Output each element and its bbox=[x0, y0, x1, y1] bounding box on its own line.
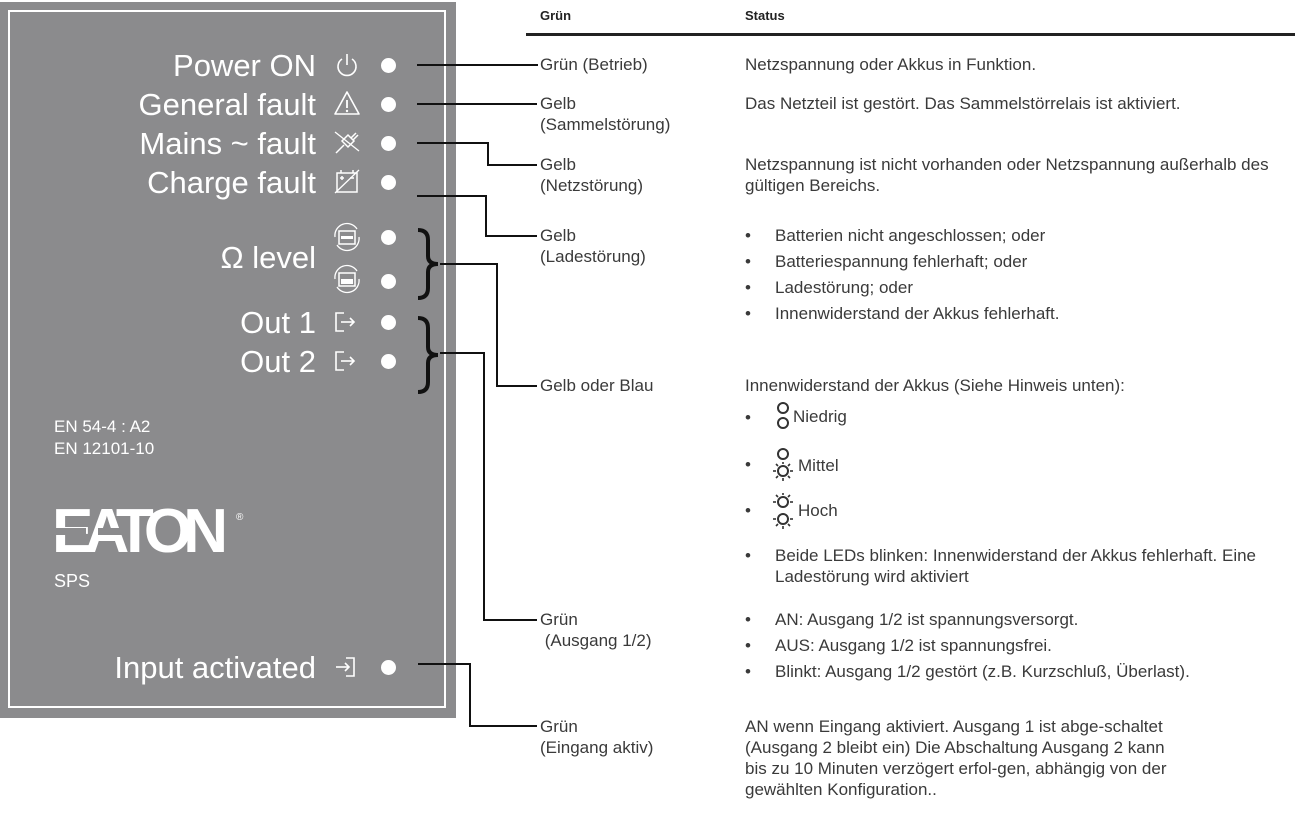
level-low: Niedrig bbox=[793, 407, 847, 426]
output-icon bbox=[335, 351, 356, 371]
label-omega-level: Ω level bbox=[220, 240, 316, 275]
led-out2 bbox=[381, 354, 396, 369]
label-input-activated: Input activated bbox=[114, 650, 316, 685]
label-charge-fault: Charge fault bbox=[147, 165, 316, 200]
led-off-icon bbox=[777, 402, 789, 429]
eaton-logo: EATON ® bbox=[52, 502, 244, 564]
product-name: SPS bbox=[54, 571, 91, 591]
leader-input bbox=[418, 663, 537, 727]
leader-outputs bbox=[440, 352, 537, 621]
plug-crossed-icon bbox=[334, 131, 360, 154]
row2-status: Das Netzteil ist gestört. Das Sammelstör… bbox=[745, 94, 1181, 113]
led-input-activated bbox=[381, 660, 396, 675]
row1-status: Netzspannung oder Akkus in Funktion. bbox=[745, 55, 1037, 74]
label-out1: Out 1 bbox=[240, 305, 316, 340]
battery-cycle-icon bbox=[334, 264, 360, 294]
level-bullet: • bbox=[745, 408, 751, 427]
leader-omega-level bbox=[440, 263, 537, 387]
output-icon bbox=[335, 312, 356, 332]
column-header-color: Grün bbox=[540, 8, 572, 23]
row4-color-line2: (Ladestörung) bbox=[540, 247, 646, 266]
level-bullet: • bbox=[745, 501, 751, 520]
standard-en12101: EN 12101-10 bbox=[54, 439, 155, 458]
warning-icon bbox=[334, 91, 360, 115]
battery-crossed-icon bbox=[334, 169, 360, 194]
row5-status: Innenwiderstand der Akkus (Siehe Hinweis… bbox=[745, 376, 1125, 395]
leader-charge-fault bbox=[417, 195, 537, 237]
row4-color-line1: Gelb bbox=[540, 226, 576, 245]
row6-color-line2: (Ausgang 1/2) bbox=[540, 631, 652, 650]
row2-color-line2: (Sammelstörung) bbox=[540, 115, 671, 134]
led-out1 bbox=[381, 315, 396, 330]
power-icon bbox=[337, 54, 357, 77]
row3-color-line1: Gelb bbox=[540, 155, 576, 174]
led-mains-fault bbox=[381, 136, 396, 151]
brace-outputs bbox=[417, 316, 439, 394]
row3-status: Netzspannung ist nicht vorhanden oder Ne… bbox=[745, 155, 1269, 195]
level-high: Hoch bbox=[798, 501, 838, 520]
led-general-fault bbox=[381, 97, 396, 112]
brace-omega-level bbox=[417, 228, 439, 300]
row2-color-line1: Gelb bbox=[540, 94, 576, 113]
row5-color: Gelb oder Blau bbox=[540, 376, 654, 395]
led-charge-fault bbox=[381, 175, 396, 190]
header-rule bbox=[526, 33, 1295, 36]
row6-bullet-3-dot: • bbox=[745, 662, 751, 681]
battery-cycle-icon bbox=[334, 222, 360, 252]
input-icon bbox=[336, 657, 355, 677]
label-power-on: Power ON bbox=[173, 48, 316, 83]
row7-status: AN wenn Eingang aktiviert. Ausgang 1 ist… bbox=[745, 717, 1167, 799]
row5-last-bullet: Beide LEDs blinken: Innenwiderstand der … bbox=[775, 546, 1257, 586]
column-header-status: Status bbox=[745, 8, 785, 23]
row1-color: Grün (Betrieb) bbox=[540, 55, 648, 74]
row5-last-bullet-dot: • bbox=[745, 546, 751, 565]
led-omega-level-2 bbox=[381, 274, 396, 289]
label-general-fault: General fault bbox=[138, 87, 317, 122]
row6-bullet-3: Blinkt: Ausgang 1/2 gestört (z.B. Kurzsc… bbox=[775, 662, 1190, 681]
row7-color-line1: Grün bbox=[540, 717, 578, 736]
led-power bbox=[381, 58, 396, 73]
row7-color-line2: (Eingang aktiv) bbox=[540, 738, 654, 757]
led-one-on-icon bbox=[773, 448, 793, 481]
standard-en54: EN 54-4 : A2 bbox=[54, 417, 151, 436]
led-both-on-icon bbox=[773, 493, 793, 529]
label-out2: Out 2 bbox=[240, 344, 316, 379]
row4-bullet-1: •Batterien nicht angeschlossen; oder bbox=[745, 226, 1046, 245]
registered-mark: ® bbox=[236, 512, 244, 523]
row6-color-line1: Grün bbox=[540, 610, 578, 629]
leader-mains-fault bbox=[417, 142, 537, 166]
level-bullet: • bbox=[745, 455, 751, 474]
row6-bullet-2: •AUS: Ausgang 1/2 ist spannungsfrei. bbox=[745, 636, 1052, 655]
row6-bullet-1: •AN: Ausgang 1/2 ist spannungsversorgt. bbox=[745, 610, 1079, 629]
level-medium: Mittel bbox=[798, 456, 839, 475]
row3-color-line2: (Netzstörung) bbox=[540, 176, 643, 195]
row4-bullet-3: •Ladestörung; oder bbox=[745, 278, 913, 297]
device-front-panel: Power ON General fault Mains ~ fault Cha… bbox=[0, 2, 456, 718]
row4-bullet-2: •Batteriespannung fehlerhaft; oder bbox=[745, 252, 1028, 271]
label-mains-fault: Mains ~ fault bbox=[139, 126, 316, 161]
row4-bullet-4: •Innenwiderstand der Akkus fehlerhaft. bbox=[745, 304, 1060, 323]
led-omega-level-1 bbox=[381, 230, 396, 245]
